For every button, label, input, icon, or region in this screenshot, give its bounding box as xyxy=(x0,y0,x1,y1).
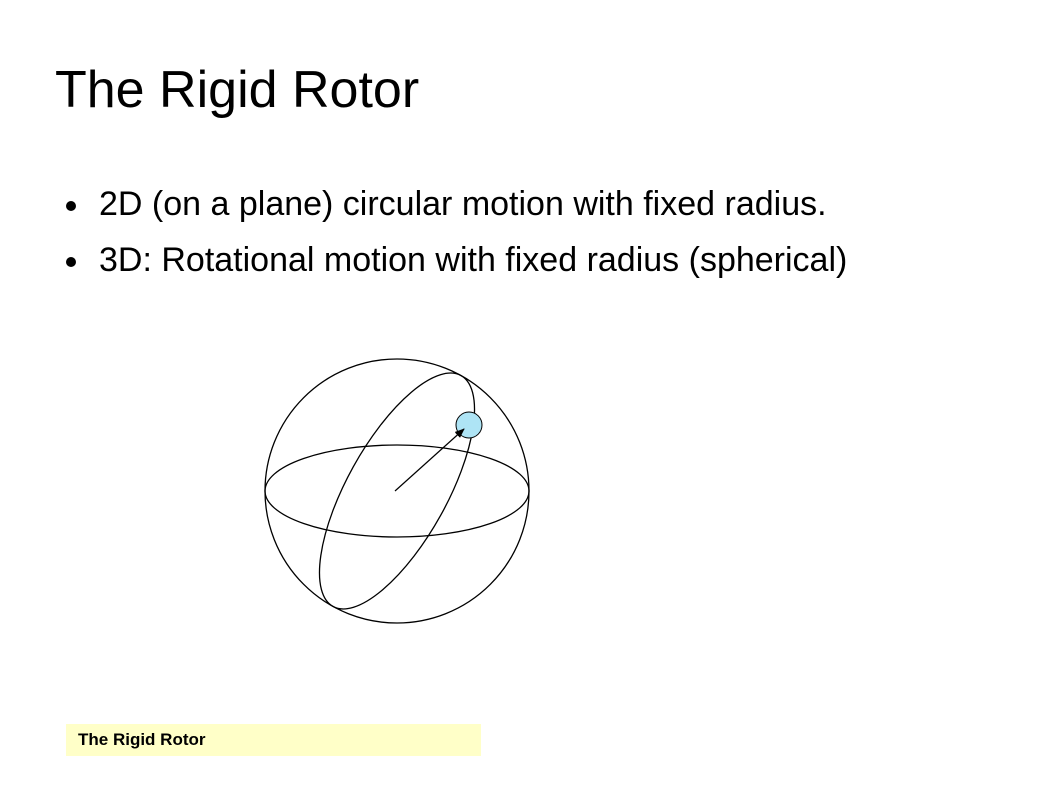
orbit-ellipse xyxy=(318,372,476,610)
sphere-outline xyxy=(264,358,530,624)
bullet-text: 3D: Rotational motion with fixed radius … xyxy=(99,241,848,279)
rotating-particle xyxy=(455,411,483,439)
bullet-item-3d: 3D: Rotational motion with fixed radius … xyxy=(66,240,926,281)
bullet-item-2d: 2D (on a plane) circular motion with fix… xyxy=(66,184,926,225)
bullet-text: 2D (on a plane) circular motion with fix… xyxy=(99,185,827,223)
footer-bar: The Rigid Rotor xyxy=(66,724,481,756)
bullet-list: 2D (on a plane) circular motion with fix… xyxy=(66,184,926,296)
slide-title: The Rigid Rotor xyxy=(55,61,420,119)
footer-text: The Rigid Rotor xyxy=(78,730,206,749)
bullet-dot-icon xyxy=(66,257,76,267)
radius-arrow xyxy=(394,428,465,492)
equator-ellipse xyxy=(264,444,530,538)
bullet-dot-icon xyxy=(66,201,76,211)
